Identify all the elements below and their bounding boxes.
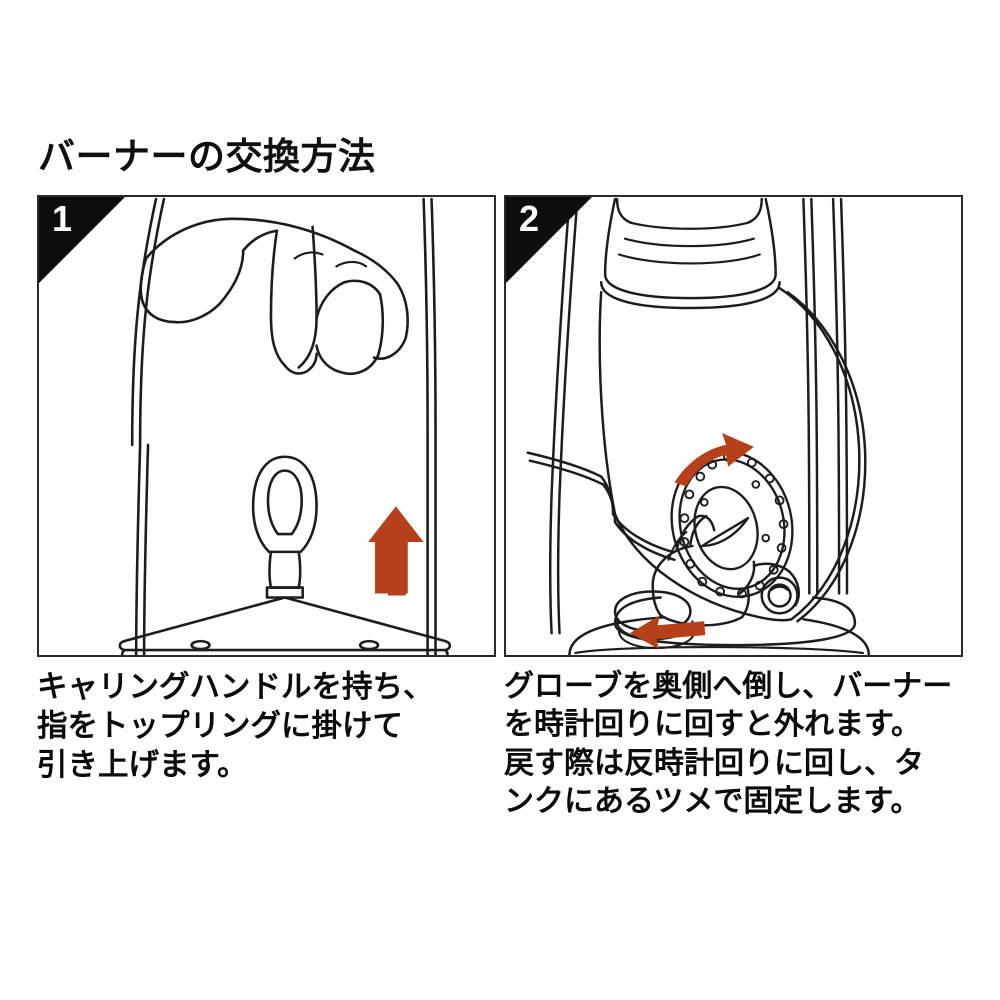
- panel-row: 1: [37, 195, 963, 657]
- step-caption-2: グローブを奥側へ倒し、バーナー を時計回りに回すと外れます。 戻す際は反時計回り…: [504, 670, 953, 819]
- corner-fold-triangle: [39, 197, 125, 283]
- step-number-label: 2: [519, 198, 540, 239]
- step-panel-2: 2: [504, 195, 963, 657]
- corner-fold-triangle: [506, 197, 592, 283]
- hand-lifting-top-ring-illustration: [118, 197, 452, 655]
- step-caption-1: キャリングハンドルを持ち、 指をトップリングに掛けて 引き上げます。: [37, 670, 434, 783]
- up-arrow: [368, 506, 424, 596]
- step-panel-1: 1: [37, 195, 496, 657]
- globe-tilt-arrow: [674, 432, 754, 487]
- burner-rotate-arrow: [629, 615, 706, 650]
- burner-removal-illustration: [526, 197, 871, 655]
- step-number-badge-2: 2: [506, 197, 592, 283]
- page-title: バーナーの交換方法: [38, 137, 376, 178]
- step-number-label: 1: [52, 198, 73, 239]
- step-number-badge-1: 1: [39, 197, 125, 283]
- caption-row: キャリングハンドルを持ち、 指をトップリングに掛けて 引き上げます。 グローブを…: [37, 668, 963, 822]
